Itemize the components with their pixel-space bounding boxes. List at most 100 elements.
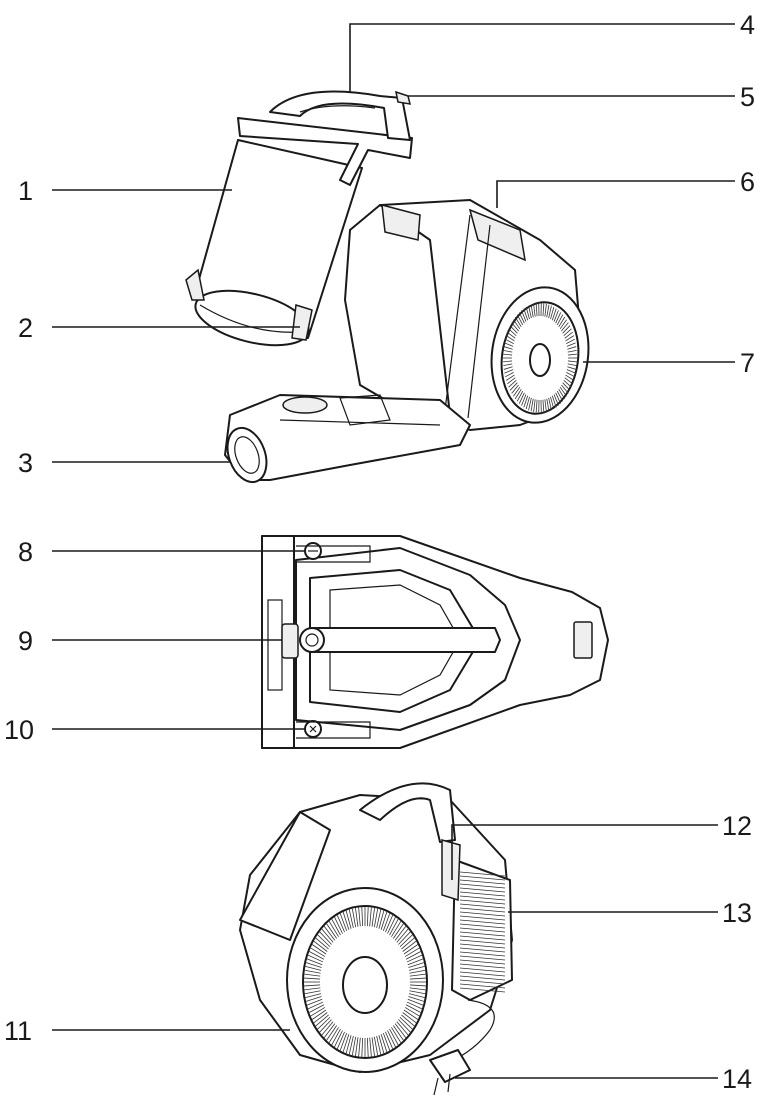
grille-spoke <box>313 1012 328 1024</box>
grille-spoke <box>564 331 573 339</box>
grille-spoke <box>530 304 534 318</box>
callout-10: 10 <box>4 715 34 745</box>
grille-spoke <box>385 915 394 933</box>
grille-spoke <box>561 322 569 332</box>
grille-spoke <box>402 1012 417 1024</box>
grille-spoke <box>305 996 322 1002</box>
grille-spoke <box>373 908 379 928</box>
grille-spoke <box>321 928 334 943</box>
callout-13: 13 <box>722 898 752 928</box>
grille-spoke <box>551 395 557 408</box>
grille-spoke <box>378 910 385 929</box>
grille-spoke <box>525 396 530 410</box>
grille-spoke <box>565 335 575 342</box>
callout-8: 8 <box>18 537 33 567</box>
leader-6 <box>496 180 735 208</box>
grille-spoke <box>376 909 382 928</box>
callout-7: 7 <box>740 348 755 378</box>
grille-spoke <box>525 306 530 320</box>
grille-spoke <box>507 377 516 385</box>
grille-spoke <box>563 328 572 337</box>
grille-spoke <box>535 303 538 317</box>
grille-spoke <box>358 1037 361 1057</box>
grille-spoke <box>518 312 525 324</box>
grille-spoke <box>406 1001 423 1010</box>
grille-spoke <box>305 962 322 968</box>
grille-spoke <box>392 1025 404 1041</box>
grille-spoke <box>503 366 513 370</box>
grille-spoke <box>351 908 357 928</box>
grille-spoke <box>544 303 547 317</box>
vent-line <box>459 931 506 937</box>
grille-spoke <box>559 319 567 330</box>
vent-line <box>459 975 506 981</box>
grille-spoke <box>331 918 341 936</box>
leader-12 <box>451 824 718 880</box>
grille-spoke <box>566 338 575 344</box>
grille-spoke <box>555 392 562 404</box>
grille-spoke <box>405 1004 421 1013</box>
vent-line <box>459 927 506 933</box>
grille-spoke <box>402 940 417 952</box>
body-base <box>224 394 471 484</box>
grille-spoke <box>521 394 527 406</box>
grille-spoke <box>323 1023 336 1038</box>
grille-spoke <box>342 1034 350 1053</box>
grille-spoke <box>328 1027 339 1043</box>
grille-spoke <box>404 947 420 957</box>
leader-4 <box>349 23 735 92</box>
callout-1: 1 <box>18 176 33 206</box>
vent-line <box>459 971 506 977</box>
grille-spoke <box>336 915 345 933</box>
vent-line <box>459 923 506 929</box>
grille-spoke <box>307 954 324 963</box>
grille-spoke <box>373 1036 379 1056</box>
grille-spoke <box>405 951 421 960</box>
grille-spoke <box>514 389 522 400</box>
grille-spoke <box>556 314 564 326</box>
grille-spoke <box>553 394 559 406</box>
grille-spoke <box>398 931 411 945</box>
callout-5: 5 <box>740 82 755 112</box>
grille-spoke <box>361 1037 364 1057</box>
grille-spoke <box>556 390 564 402</box>
grille-spoke <box>396 1021 409 1036</box>
grille-spoke <box>339 913 348 931</box>
grille-spoke <box>563 379 572 388</box>
callout-6: 6 <box>740 167 755 197</box>
grille-spoke <box>523 395 529 408</box>
grille-spoke <box>521 310 527 322</box>
grille-spoke <box>394 1023 407 1038</box>
grille-spoke <box>562 382 571 391</box>
grille-spoke <box>304 987 321 991</box>
grille-spoke <box>505 338 514 344</box>
grille-spoke <box>304 977 321 980</box>
grille-spoke <box>504 342 514 347</box>
grille-spoke <box>391 921 402 937</box>
grille-spoke <box>408 966 425 971</box>
grille-spoke <box>309 1004 325 1013</box>
grille-spoke <box>336 1031 345 1049</box>
vent-line <box>459 979 506 985</box>
grille-spoke <box>558 316 566 327</box>
grille-spoke <box>408 996 425 1002</box>
grille-spoke <box>319 931 332 945</box>
grille-spoke <box>399 1016 413 1030</box>
vent-line <box>459 987 506 993</box>
grille-spoke <box>361 907 364 927</box>
vent-line <box>459 943 506 949</box>
vent-line <box>459 887 506 893</box>
grille-spoke <box>528 305 532 319</box>
vent-line <box>459 919 506 925</box>
grille-spoke <box>550 306 555 320</box>
grille-spoke <box>567 346 577 350</box>
grille-spoke <box>369 907 372 927</box>
container-handle <box>237 90 413 186</box>
grille-spoke <box>382 1033 391 1051</box>
vent-line <box>459 967 506 973</box>
grille-spoke <box>555 312 562 324</box>
grille-spoke <box>508 379 517 388</box>
grille-spoke <box>551 308 557 321</box>
grille-spoke <box>345 910 352 929</box>
